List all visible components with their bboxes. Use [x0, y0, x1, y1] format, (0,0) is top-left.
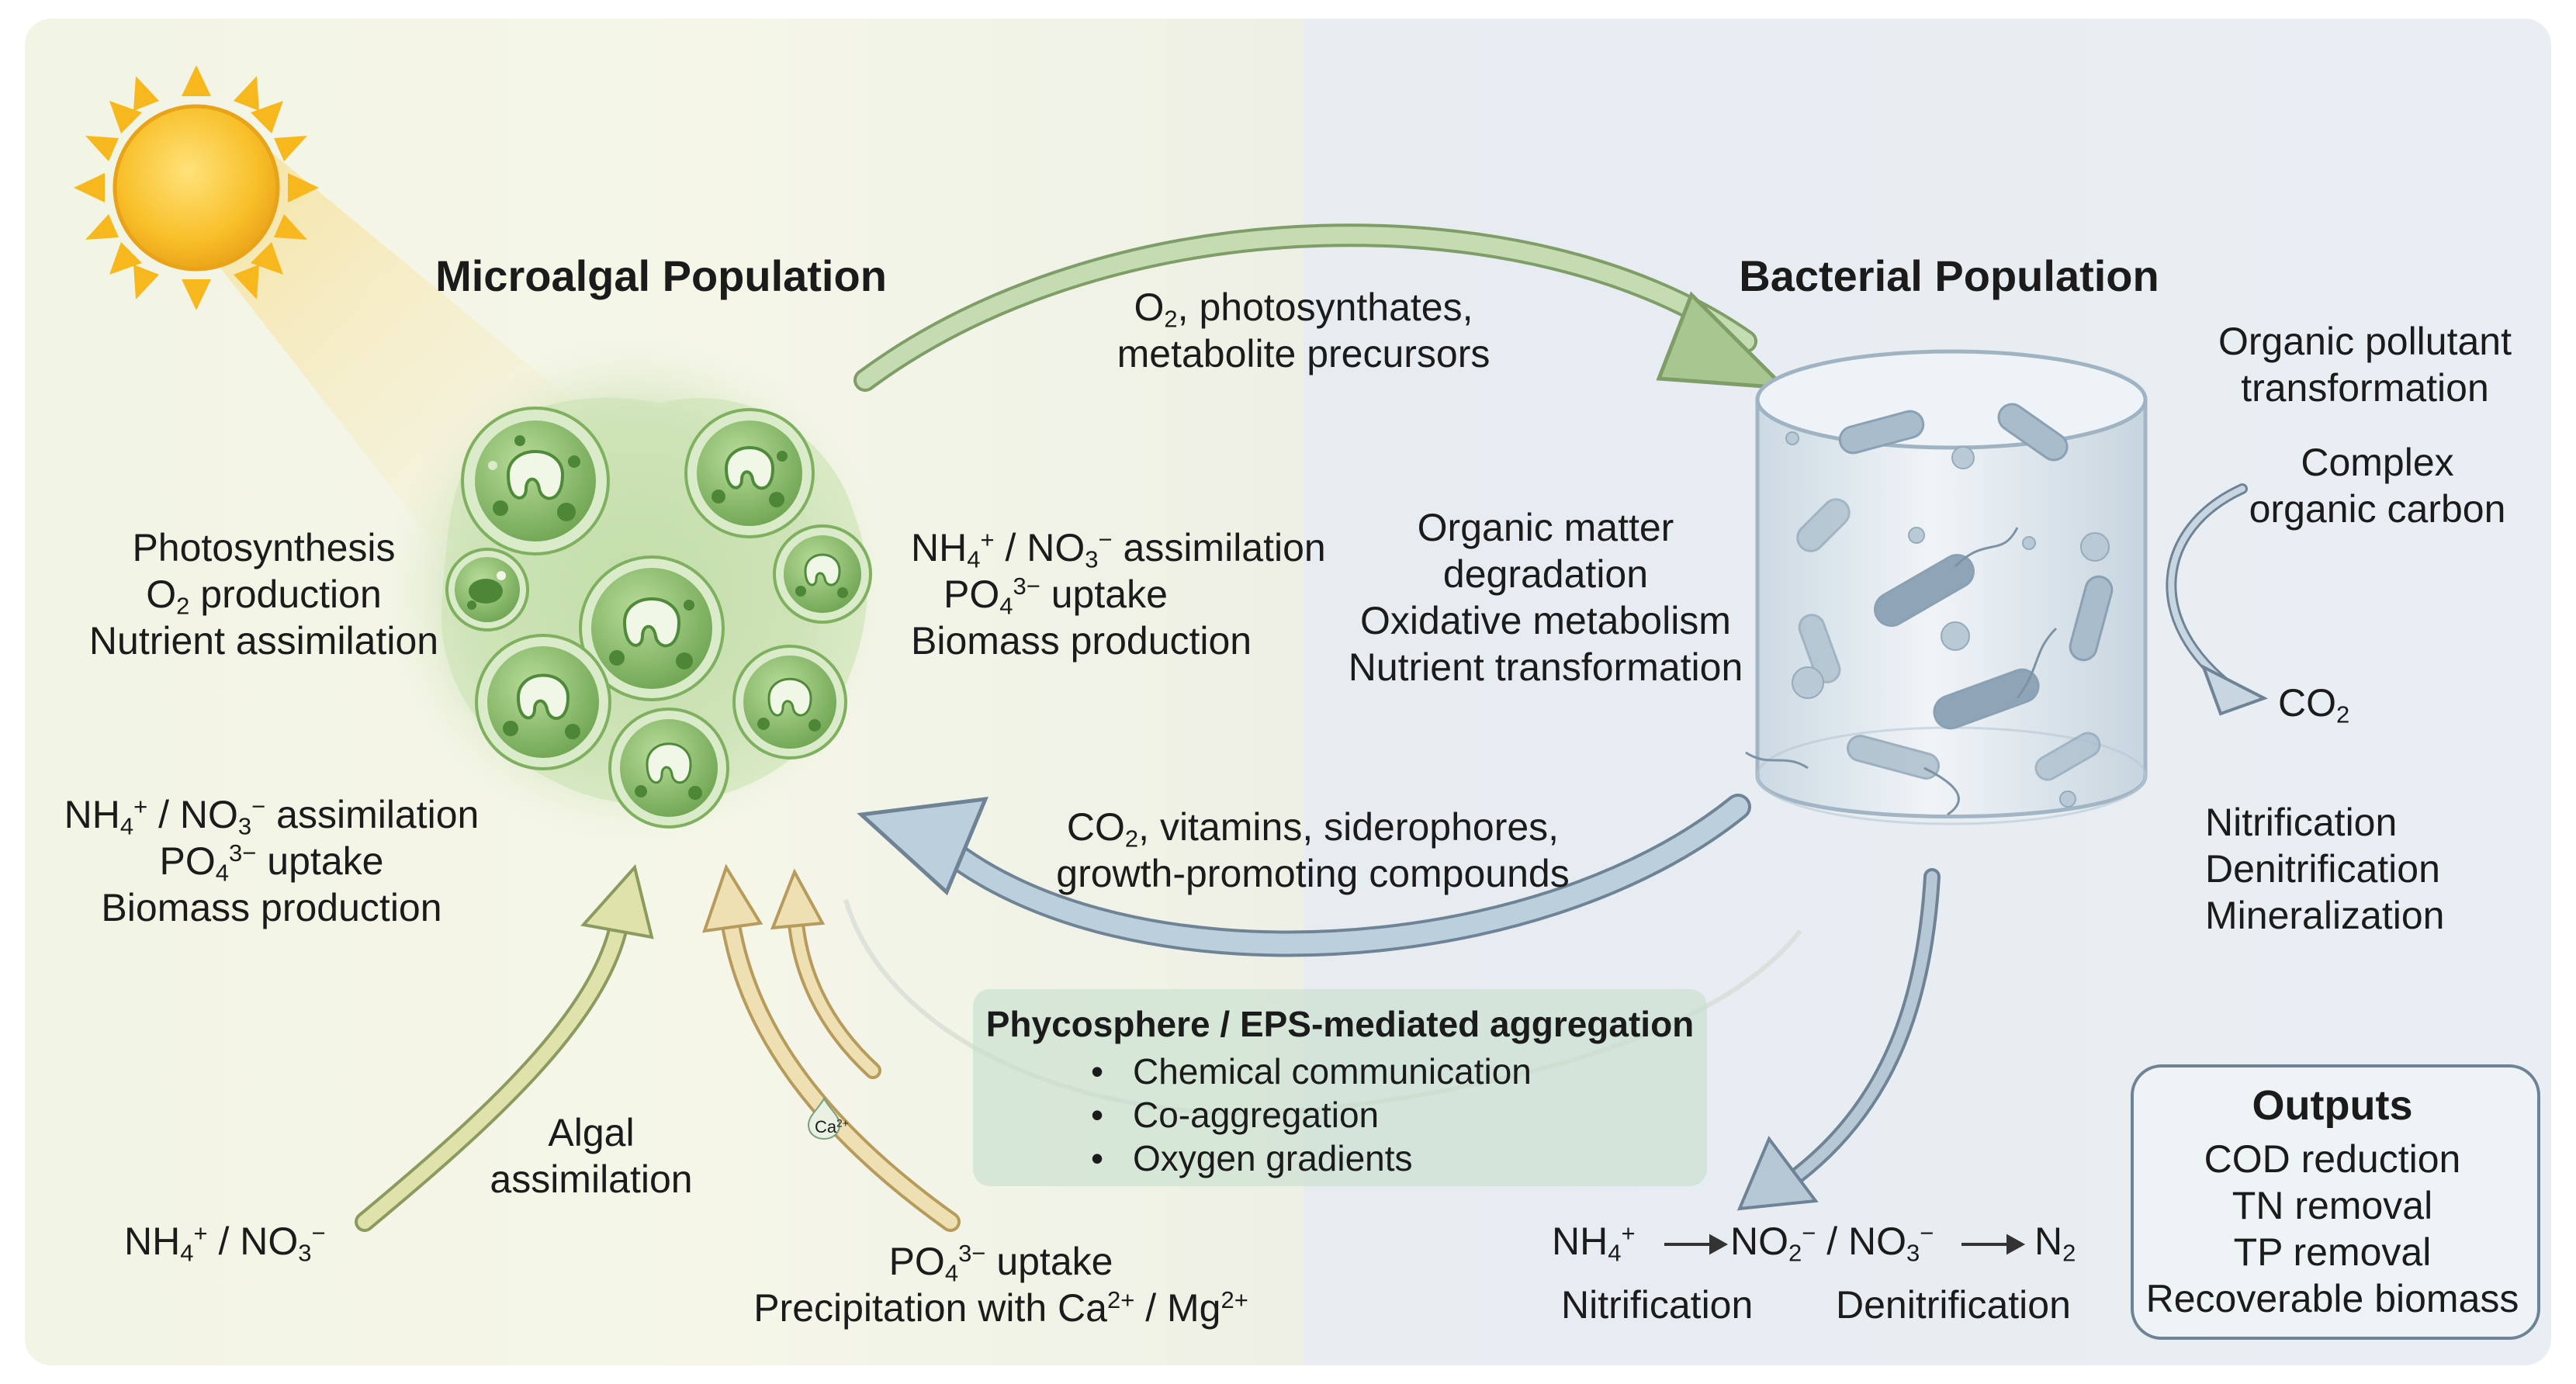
bacterial-title: Bacterial Population [1739, 251, 2159, 300]
phosphate-precipitation-label: PO43− uptake Precipitation with Ca2+ / M… [753, 1239, 1248, 1330]
ammonium-nitrate-source: NH4+ / NO3− [124, 1219, 326, 1267]
co2-release-arrow [2166, 483, 2269, 716]
outputs-title: Outputs [2252, 1082, 2413, 1129]
phycosphere-list: •Chemical communication •Co-aggregation … [1091, 1050, 1532, 1180]
output-item: TN removal [2231, 1184, 2433, 1227]
bacteria-processes: Nitrification Denitrification Mineraliza… [2205, 799, 2444, 939]
outputs-list: COD reduction TN removal TP removal Reco… [2146, 1136, 2519, 1322]
bottom-arrow-label: CO2, vitamins, siderophores, growth-prom… [1056, 805, 1570, 895]
nitrogen-output-arrow [1736, 868, 1941, 1211]
algae-nutrient-label: NH4+ / NO3− assimilation PO43− uptake Bi… [64, 792, 480, 929]
bottom-transfer-arrow [857, 794, 1751, 957]
phycosphere-box: Phycosphere / EPS-mediated aggregation •… [973, 989, 1707, 1186]
top-arrow-label: O2, photosynthates, metabolite precursor… [1117, 285, 1491, 375]
nitrification-label: Nitrification [1561, 1283, 1754, 1327]
process-item: Denitrification [2205, 847, 2440, 891]
complex-carbon-label: Complex organic carbon [2249, 441, 2506, 531]
algal-assimilation-arrow [355, 863, 654, 1232]
top-transfer-arrow [853, 223, 1790, 392]
sun-icon [74, 65, 319, 310]
bioreactor-cylinder-icon [1745, 349, 2148, 825]
phycosphere-title: Phycosphere / EPS-mediated aggregation [985, 1004, 1695, 1044]
output-item: TP removal [2233, 1230, 2432, 1274]
process-item: Mineralization [2205, 894, 2445, 937]
output-item: COD reduction [2204, 1137, 2461, 1181]
outputs-box: Outputs COD reduction TN removal TP remo… [2131, 1064, 2540, 1340]
nitrogen-gas-label: N2 [2034, 1220, 2076, 1267]
bacteria-functions-left: Organic matter degradation Oxidative met… [1348, 506, 1743, 689]
output-item: Recoverable biomass [2145, 1277, 2519, 1320]
organic-pollutant-label: Organic pollutant transformation [2218, 320, 2512, 410]
co2-label: CO2 [2278, 681, 2350, 728]
phosphate-uptake-arrow [702, 863, 961, 1232]
phycosphere-item: •Oxygen gradients [1091, 1138, 1413, 1178]
process-item: Nitrification [2205, 801, 2398, 844]
denitrification-label: Denitrification [1836, 1283, 2071, 1327]
phycosphere-item: •Co-aggregation [1091, 1095, 1380, 1135]
algae-cluster-icon [380, 334, 892, 846]
phycosphere-item: •Chemical communication [1091, 1051, 1532, 1092]
ammonium-label: NH4+ [1552, 1219, 1636, 1267]
calcium-label: Ca2+ [815, 1117, 849, 1137]
algae-functions-right: NH4+ / NO3− assimilation PO43− uptake Bi… [911, 525, 1326, 663]
nitrite-nitrate-label: NO2− / NO3− [1730, 1219, 1934, 1267]
calcium-drop-icon: Ca2+ [805, 1096, 849, 1140]
algae-functions-left: Photosynthesis O2 production Nutrient as… [88, 526, 439, 663]
algal-assimilation-label: Algal assimilation [490, 1111, 693, 1201]
nitrification-arrow [1664, 1233, 2026, 1255]
microalgal-title: Microalgal Population [435, 251, 887, 300]
precipitation-arrow [770, 868, 881, 1079]
